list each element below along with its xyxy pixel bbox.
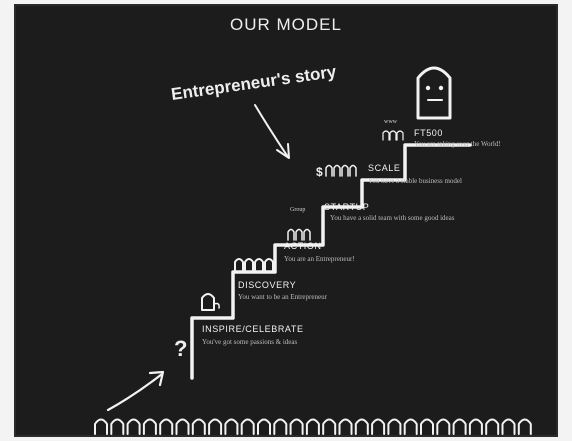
crowd-ghost: [387, 418, 402, 435]
crowd-ghost: [517, 418, 532, 435]
crowd-ghost: [208, 418, 223, 435]
crowd-ghost: [403, 418, 418, 435]
crowd-ghost: [322, 418, 337, 435]
step-desc: You are taking over the World!: [414, 140, 501, 148]
step-startup: STARTUP You have a solid team with some …: [324, 202, 455, 222]
startup-team-icon: [287, 228, 311, 241]
step-name: INSPIRE/CELEBRATE: [202, 324, 304, 334]
step-name: STARTUP: [324, 202, 369, 212]
crowd-ghost: [371, 418, 386, 435]
step-desc: You want to be an Entrepreneur: [238, 293, 328, 301]
chalkboard: [14, 4, 558, 437]
crowd-ghost: [159, 418, 174, 435]
step-name: SCALE: [368, 163, 401, 173]
crowd-ghost: [501, 418, 516, 435]
step-ft500: FT500 You are taking over the World!: [414, 128, 501, 148]
scale-team-icon: [325, 164, 357, 177]
crowd-ghost: [273, 418, 288, 435]
step-inspire: INSPIRE/CELEBRATE You've got some passio…: [202, 324, 304, 346]
pointer-arrow-icon: [254, 104, 290, 159]
step-desc: You are an Entrepreneur!: [284, 255, 355, 263]
step-action: ACTION You are an Entrepreneur!: [284, 241, 355, 263]
step-desc: You have a solid team with some good ide…: [330, 214, 455, 222]
story-title: Entrepreneur's story: [170, 62, 338, 104]
crowd-ghost: [354, 418, 369, 435]
step-desc: You have a stable business model: [368, 177, 462, 185]
step-desc: You've got some passions & ideas: [202, 338, 298, 346]
crowd-ghost: [485, 418, 500, 435]
crowd-ghost: [126, 418, 141, 435]
page-title: OUR MODEL: [230, 15, 342, 34]
crowd-ghost: [94, 418, 108, 435]
ft500-team-icon: [382, 130, 404, 141]
step-scale: SCALE You have a stable business model: [368, 163, 462, 185]
step-name: ACTION: [284, 241, 322, 251]
crowd-icon: [94, 418, 532, 435]
startup-note: Group: [290, 207, 305, 213]
crowd-ghost: [191, 418, 206, 435]
step-discovery: DISCOVERY You want to be an Entrepreneur: [238, 280, 328, 301]
growth-arrow-icon: [106, 370, 165, 412]
step-name: FT500: [414, 128, 443, 138]
crowd-ghost: [224, 418, 239, 435]
crowd-ghost: [110, 418, 125, 435]
question-mark-icon: ?: [174, 336, 187, 361]
dollar-icon: $: [316, 165, 323, 179]
ft500-note: www: [384, 119, 398, 125]
action-team-icon: [234, 258, 274, 271]
crowd-ghost: [452, 418, 467, 435]
crowd-ghost: [175, 418, 190, 435]
big-ghost-icon: [416, 66, 452, 120]
step-name: DISCOVERY: [238, 280, 296, 290]
crowd-ghost: [436, 418, 451, 435]
crowd-ghost: [468, 418, 483, 435]
ghost-figure-icon: [201, 293, 220, 311]
staircase: [190, 143, 472, 380]
crowd-ghost: [289, 418, 304, 435]
crowd-ghost: [338, 418, 353, 435]
crowd-ghost: [257, 418, 271, 435]
crowd-ghost: [142, 418, 157, 435]
crowd-ghost: [420, 418, 434, 435]
crowd-ghost: [240, 418, 255, 435]
crowd-ghost: [305, 418, 320, 435]
